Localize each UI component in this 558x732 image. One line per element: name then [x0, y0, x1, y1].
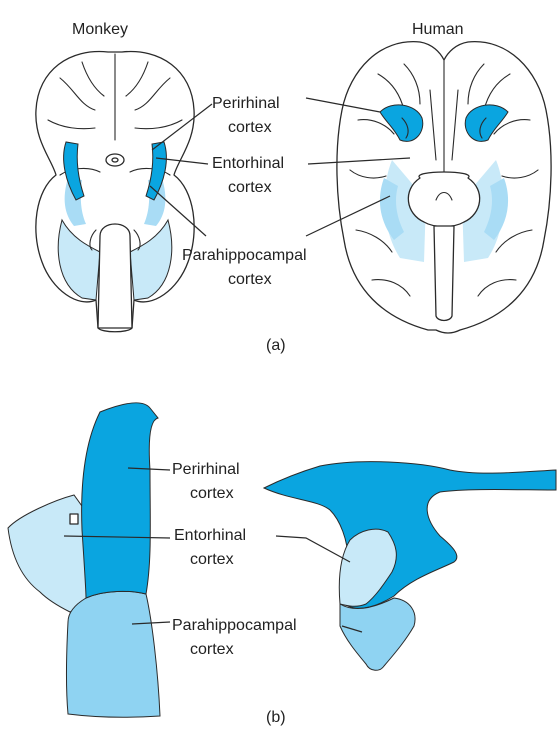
monkey-perirhinal-region — [82, 403, 158, 598]
human-parahippocampal-region — [340, 598, 415, 670]
label-a-perirhinal: Perirhinal — [212, 95, 280, 112]
panel-a-label: (a) — [266, 337, 286, 354]
label-a-parahippocampal: Parahippocampal — [182, 247, 307, 264]
label-a-entorhinal-cortex: cortex — [228, 179, 272, 196]
label-b-perirhinal: Perirhinal — [172, 461, 240, 478]
panel-b: Perirhinal cortex Entorhinal cortex Para… — [8, 403, 556, 726]
label-b-perirhinal-cortex: cortex — [190, 485, 234, 502]
panel-a: Monkey Human — [36, 21, 551, 354]
label-b-entorhinal: Entorhinal — [174, 527, 246, 544]
monkey-flat-map — [8, 403, 160, 718]
label-a-entorhinal: Entorhinal — [212, 155, 284, 172]
monkey-title: Monkey — [72, 21, 128, 38]
human-perirhinal-region — [264, 462, 556, 609]
monkey-brain — [36, 52, 194, 332]
human-brain — [337, 42, 551, 333]
panel-b-label: (b) — [266, 709, 286, 726]
monkey-flat-notch — [70, 514, 78, 524]
label-a-parahippocampal-cortex: cortex — [228, 271, 272, 288]
human-title: Human — [412, 21, 464, 38]
label-a-perirhinal-cortex: cortex — [228, 119, 272, 136]
label-b-entorhinal-cortex: cortex — [190, 551, 234, 568]
monkey-parahippocampal-region — [67, 591, 161, 717]
human-flat-map — [264, 462, 556, 671]
label-b-parahippocampal: Parahippocampal — [172, 617, 297, 634]
leader-b-entorhinal-human — [276, 536, 350, 562]
label-b-parahippocampal-cortex: cortex — [190, 641, 234, 658]
